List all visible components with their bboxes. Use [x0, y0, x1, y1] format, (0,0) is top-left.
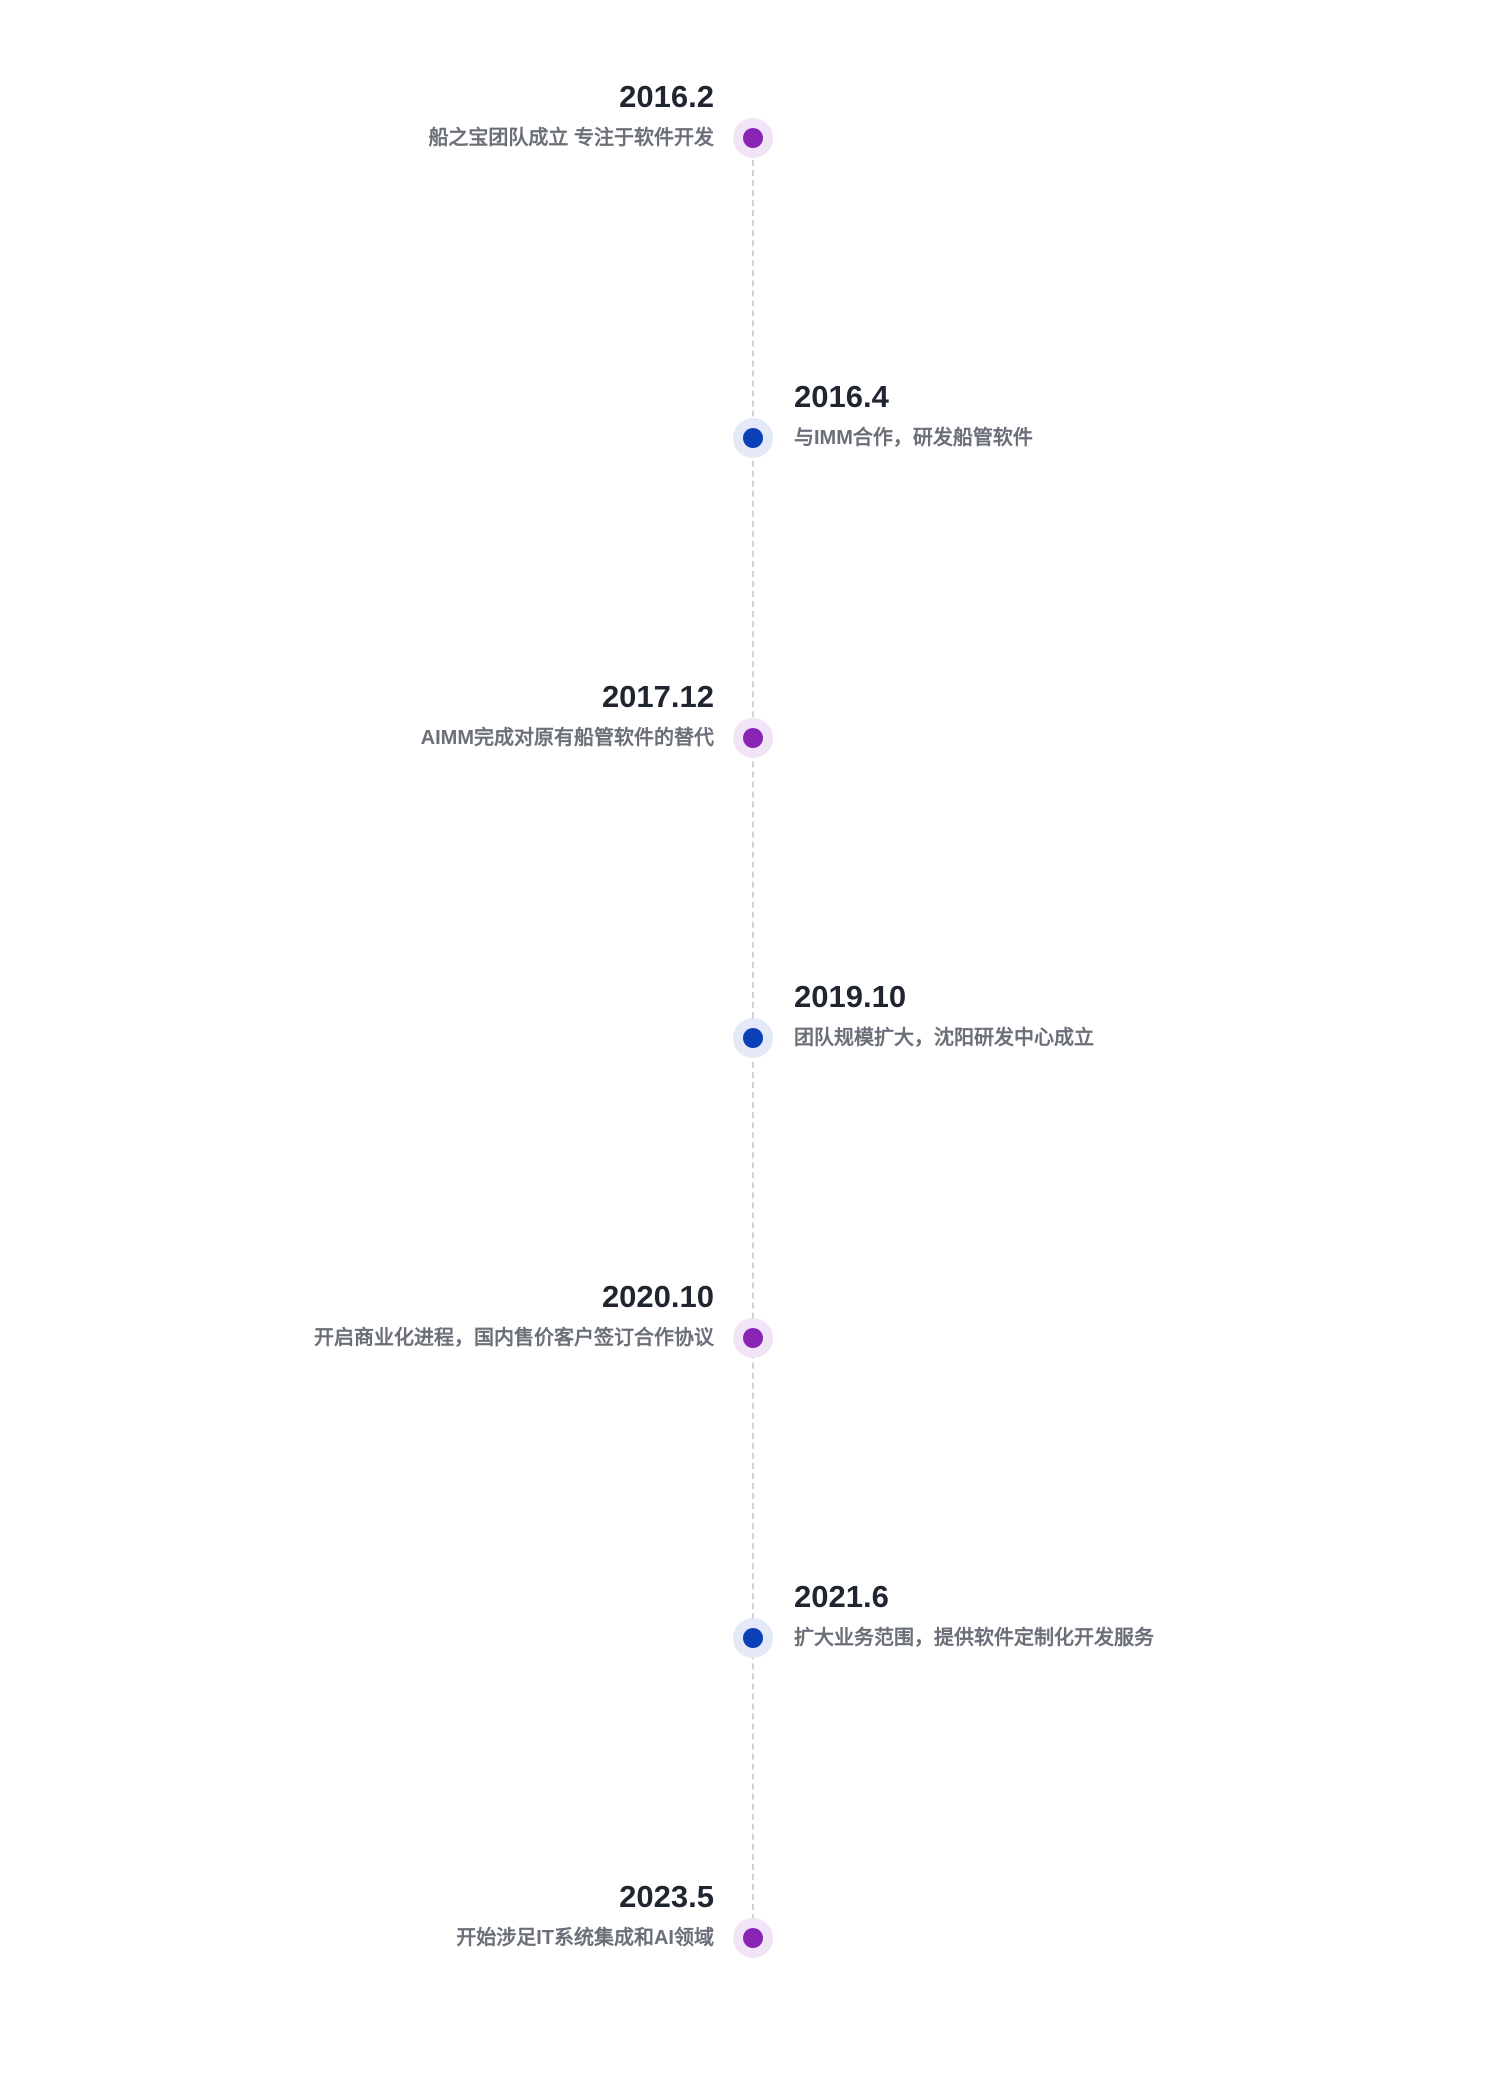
event-description: 扩大业务范围，提供软件定制化开发服务 [794, 1627, 1154, 1649]
timeline-event: 2016.2 船之宝团队成立 专注于软件开发 [0, 77, 1500, 177]
timeline-node-halo [733, 1918, 773, 1958]
event-date: 2020.10 [601, 1279, 714, 1314]
event-date: 2017.12 [601, 679, 714, 714]
timeline-node-dot [743, 1028, 763, 1048]
timeline-event: 2023.5 开始涉足IT系统集成和AI领域 [0, 1877, 1500, 1977]
timeline-node-dot [743, 728, 763, 748]
timeline-node-halo [733, 718, 773, 758]
event-date: 2016.2 [619, 79, 714, 114]
event-description: 与IMM合作，研发船管软件 [794, 427, 1033, 449]
event-description: 船之宝团队成立 专注于软件开发 [428, 127, 714, 149]
timeline-event: 2021.6 扩大业务范围，提供软件定制化开发服务 [0, 1577, 1500, 1677]
timeline-node-halo [733, 418, 773, 458]
timeline-node-dot [743, 428, 763, 448]
timeline-event: 2016.4 与IMM合作，研发船管软件 [0, 377, 1500, 477]
event-date: 2016.4 [794, 379, 889, 414]
event-date: 2021.6 [794, 1579, 889, 1614]
timeline-node-dot [743, 1628, 763, 1648]
timeline-event: 2017.12 AIMM完成对原有船管软件的替代 [0, 677, 1500, 777]
timeline-node-halo [733, 1318, 773, 1358]
timeline-node-dot [743, 1928, 763, 1948]
event-description: 开启商业化进程，国内售价客户签订合作协议 [314, 1327, 714, 1349]
timeline-node-halo [733, 118, 773, 158]
timeline-node-dot [743, 1328, 763, 1348]
event-description: 开始涉足IT系统集成和AI领域 [456, 1927, 714, 1949]
event-date: 2023.5 [619, 1879, 714, 1914]
event-date: 2019.10 [794, 979, 907, 1014]
timeline-event: 2020.10 开启商业化进程，国内售价客户签订合作协议 [0, 1277, 1500, 1377]
event-description: 团队规模扩大，沈阳研发中心成立 [794, 1027, 1094, 1049]
timeline-event: 2019.10 团队规模扩大，沈阳研发中心成立 [0, 977, 1500, 1077]
timeline-node-halo [733, 1618, 773, 1658]
timeline-node-dot [743, 128, 763, 148]
timeline-node-halo [733, 1018, 773, 1058]
event-description: AIMM完成对原有船管软件的替代 [420, 727, 714, 749]
